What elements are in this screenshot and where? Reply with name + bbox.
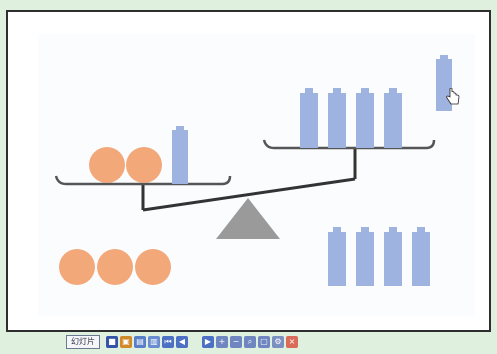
first-slide-icon[interactable]: ⏮ [162,336,174,348]
fit-icon[interactable]: ▢ [258,336,270,348]
save-icon[interactable]: ■ [106,336,118,348]
battery-icon [328,88,346,148]
slideshow-toolbar: 幻灯片 ■▣▤▥⏮◀ ▶+−⌕▢⚙× [66,334,444,350]
right-pan [262,139,436,150]
orange-circle [59,249,95,285]
battery-icon [300,88,318,148]
next-slide-icon[interactable]: ▶ [202,336,214,348]
battery-icon [172,126,188,184]
fulcrum [216,198,280,239]
balance-beam [142,177,356,212]
open-icon[interactable]: ▣ [120,336,132,348]
battery-icon [412,227,430,286]
orange-circle [89,147,125,183]
battery-icon [356,227,374,286]
left-pan [54,175,232,186]
close-icon[interactable]: × [286,336,298,348]
toolbar-label[interactable]: 幻灯片 [66,335,100,349]
search-icon[interactable]: ⌕ [244,336,256,348]
balance-scene [54,55,452,286]
zoom-out-icon[interactable]: − [230,336,242,348]
slide-frame [6,10,491,332]
orange-circle [135,249,171,285]
hand-cursor-icon [446,88,460,105]
battery-icon [356,88,374,148]
orange-circle [97,249,133,285]
previous-slide-icon[interactable]: ◀ [176,336,188,348]
zoom-in-icon[interactable]: + [216,336,228,348]
battery-icon [328,227,346,286]
orange-circle [126,147,162,183]
print-icon[interactable]: ▥ [148,336,160,348]
battery-icon [384,227,402,286]
battery-icon [384,88,402,148]
edit-icon[interactable]: ▤ [134,336,146,348]
settings-icon[interactable]: ⚙ [272,336,284,348]
